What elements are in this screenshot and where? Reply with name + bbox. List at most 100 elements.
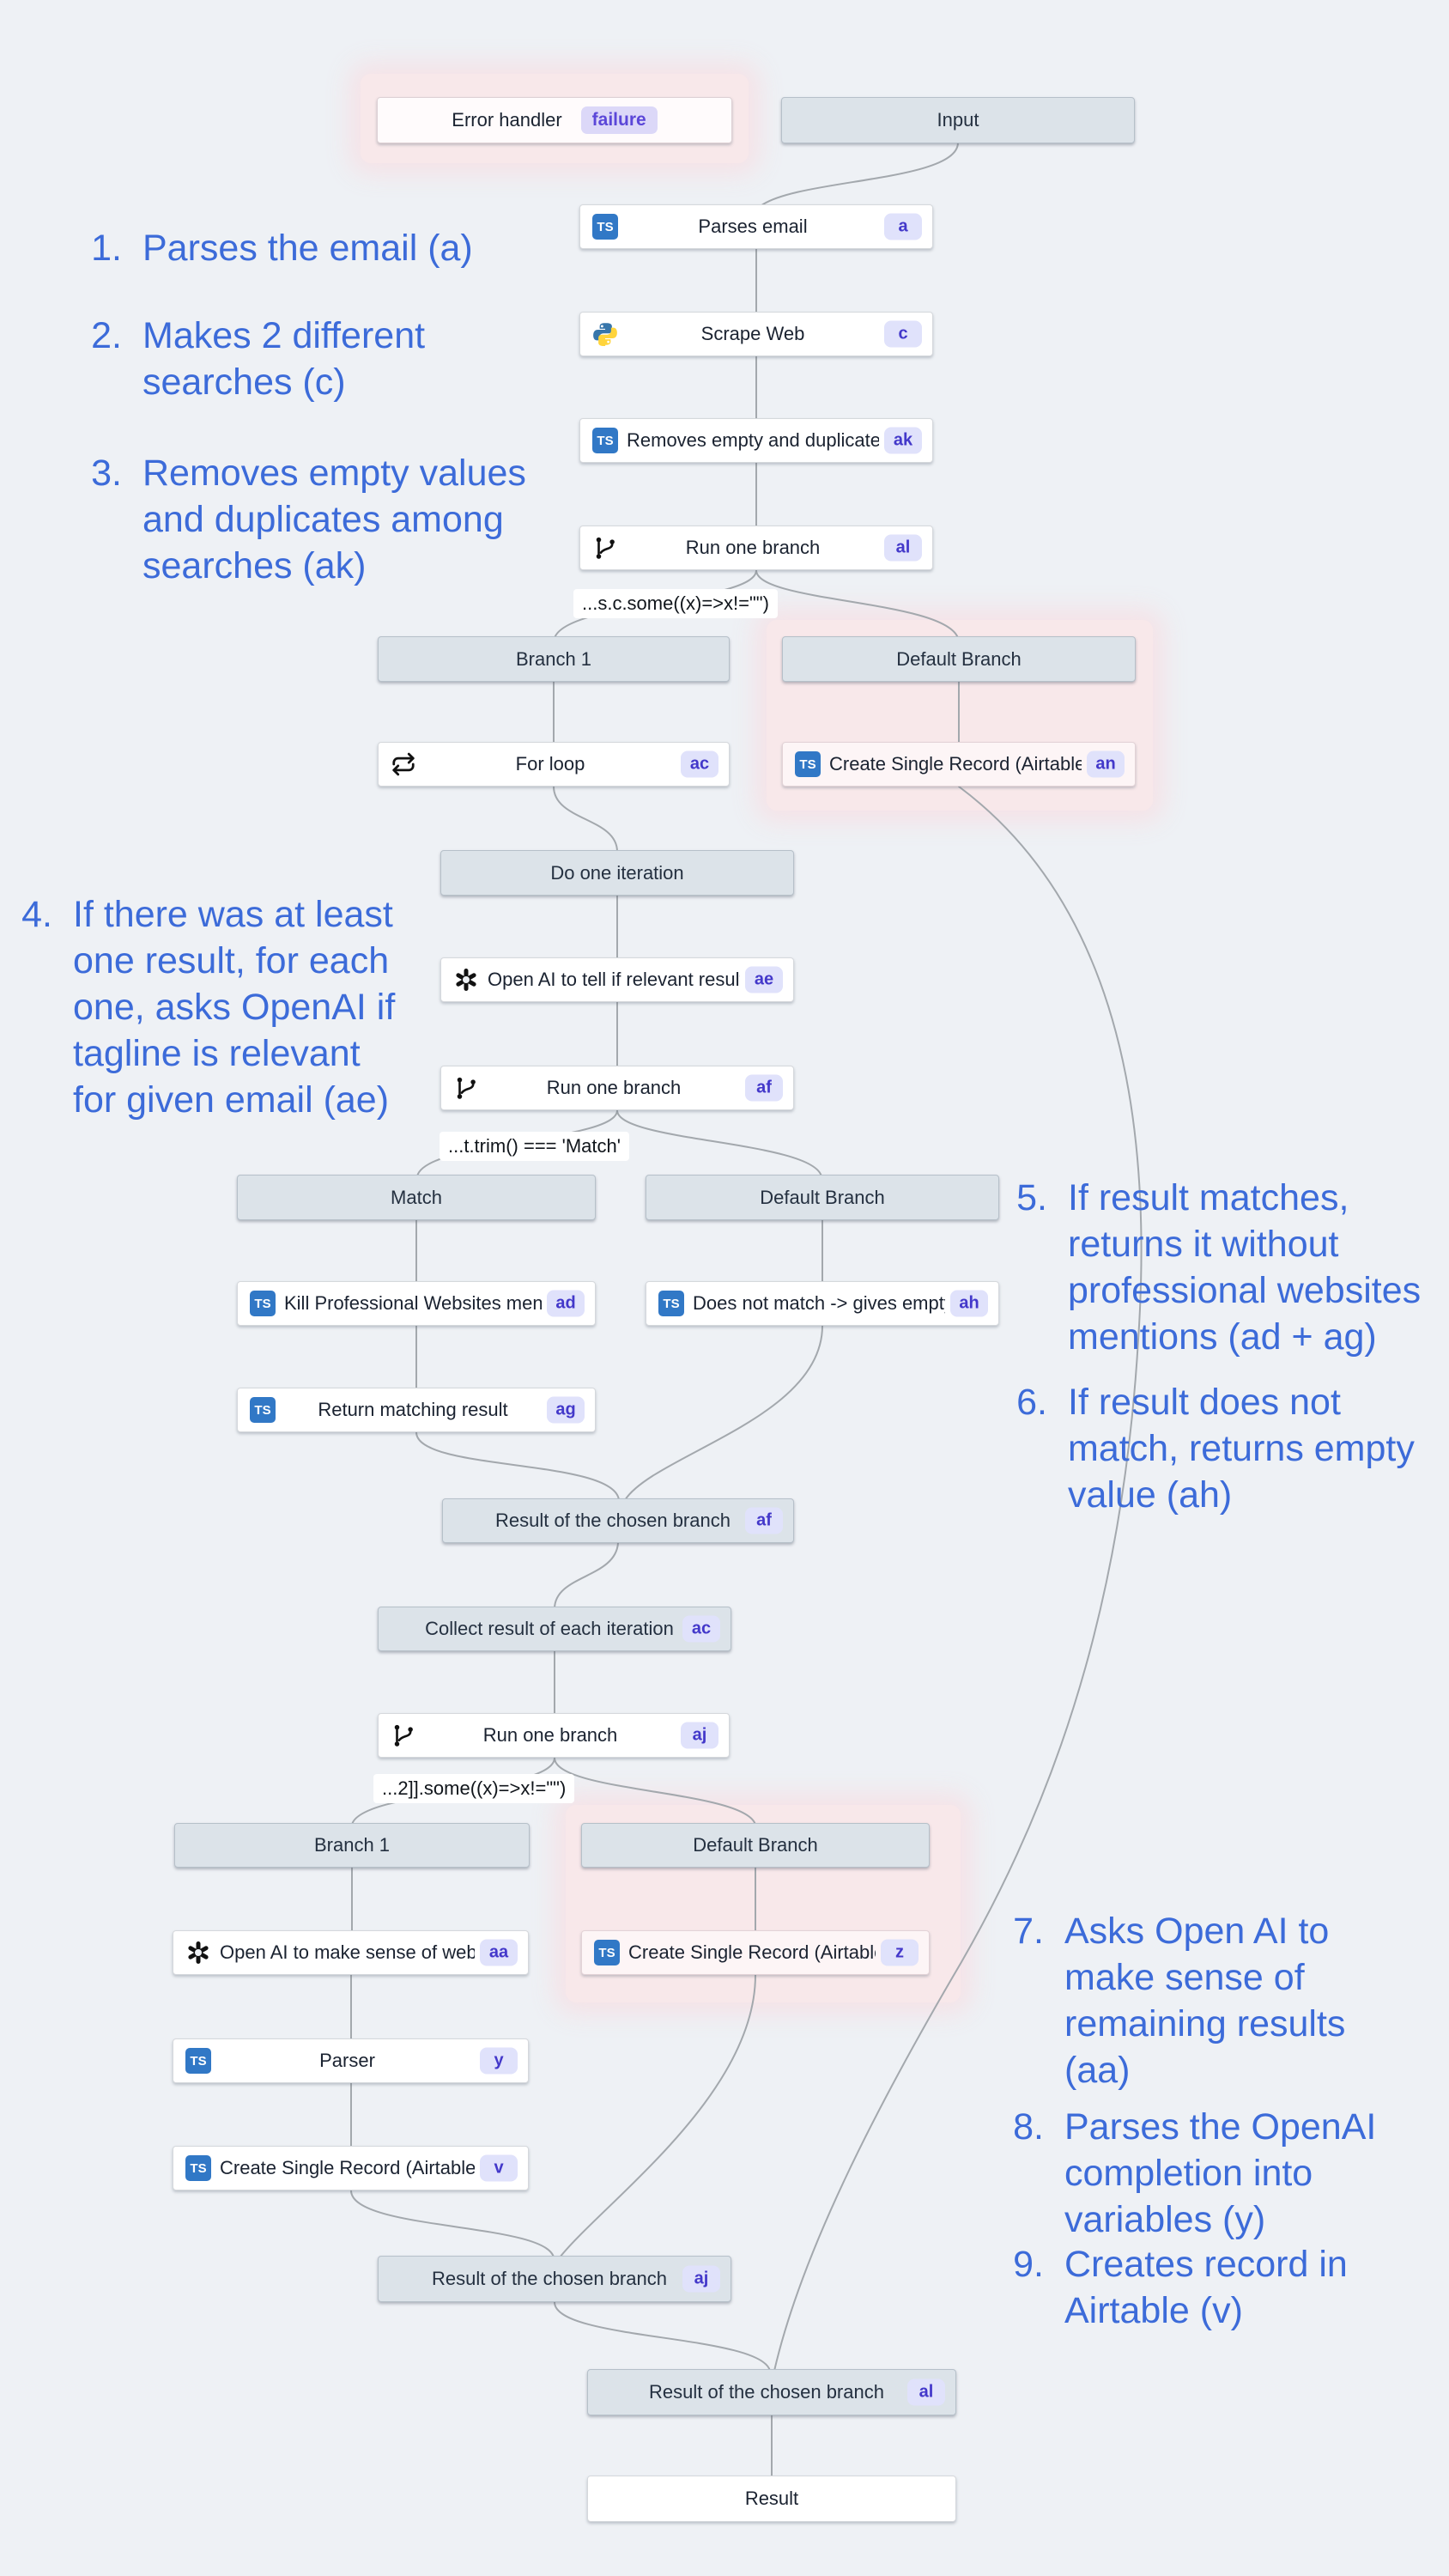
annotation-line: If there was at least <box>73 894 393 935</box>
node-label: Open AI to tell if relevant result <box>488 969 740 990</box>
typescript-icon: TS <box>185 2048 211 2074</box>
default-branch-1-node[interactable]: Default Branch <box>782 636 1136 682</box>
open-ai-to-make-sense-of-web-info-node[interactable]: Open AI to make sense of web infoaa <box>173 1930 529 1975</box>
node-id-badge: ah <box>950 1290 988 1317</box>
annotation-line: remaining results <box>1064 2003 1346 2044</box>
node-label: For loop <box>515 753 585 775</box>
typescript-icon: TS <box>250 1397 276 1423</box>
annotation-line: mentions (ad + ag) <box>1068 1316 1377 1358</box>
node-label: Branch 1 <box>313 1834 391 1856</box>
connector-edge <box>760 142 959 207</box>
node-label: Result of the chosen branch <box>495 1510 731 1531</box>
node-label: Return matching result <box>318 1399 508 1420</box>
annotation-number: 2. <box>91 315 122 356</box>
python-icon <box>592 321 618 347</box>
typescript-icon: TS <box>658 1291 684 1316</box>
node-label: Default Branch <box>896 647 1022 670</box>
node-label: Collect result of each iteration <box>425 1618 674 1639</box>
node-label: Parser <box>319 2050 375 2071</box>
node-label: Branch 1 <box>515 647 592 670</box>
result-of-chosen-branch-al-node[interactable]: Result of the chosen branch al <box>587 2369 956 2415</box>
connector-edge <box>554 2301 771 2372</box>
does-not-match-gives-empty-value-node[interactable]: TS Does not match -> gives empty valueah <box>646 1281 999 1326</box>
node-id-badge: af <box>745 1507 783 1534</box>
connector-edge <box>350 2190 555 2258</box>
branch-condition-label: ...s.c.some((x)=>x!="") <box>573 589 778 618</box>
typescript-icon: TS <box>250 1291 276 1316</box>
node-id-badge: y <box>480 2047 518 2075</box>
typescript-icon: TS <box>592 214 618 240</box>
node-label: Kill Professional Websites mentions <box>284 1292 542 1314</box>
node-id-badge: al <box>884 534 922 562</box>
node-label: Parses email <box>698 216 808 237</box>
connector-edge <box>553 786 618 853</box>
return-matching-result-node[interactable]: TS Return matching result ag <box>237 1388 596 1432</box>
match-node[interactable]: Match <box>237 1175 596 1220</box>
result-of-chosen-branch-aj-node[interactable]: Result of the chosen branch aj <box>378 2256 731 2302</box>
annotation-line: searches (c) <box>142 361 346 403</box>
parser-node[interactable]: TS Parser y <box>173 2038 529 2083</box>
node-label: Do one iteration <box>550 861 684 884</box>
node-id-badge: al <box>907 2379 945 2406</box>
annotation-number: 7. <box>1013 1911 1044 1952</box>
node-label: Run one branch <box>482 1724 618 1746</box>
default-branch-3-node[interactable]: Default Branch <box>581 1823 930 1868</box>
annotation-number: 9. <box>1013 2244 1044 2285</box>
annotation-line: Removes empty values <box>142 453 526 494</box>
node-label: Error handler <box>452 109 562 131</box>
result-of-chosen-branch-af-node[interactable]: Result of the chosen branch af <box>442 1498 794 1543</box>
connector-edge <box>624 1325 823 1501</box>
connector-edge <box>554 1542 619 1609</box>
annotation-line: tagline is relevant <box>73 1033 361 1074</box>
input-node[interactable]: Input <box>781 97 1135 143</box>
node-label: Default Branch <box>693 1834 818 1856</box>
annotation-line: completion into <box>1064 2153 1313 2194</box>
do-one-iteration-node[interactable]: Do one iteration <box>440 850 794 896</box>
typescript-icon: TS <box>594 1940 620 1965</box>
branch-icon <box>391 1722 416 1748</box>
node-label: Result of the chosen branch <box>432 2268 667 2289</box>
node-label: Create Single Record (Airtable) <box>220 2157 475 2178</box>
node-id-badge: ak <box>884 427 922 454</box>
branch-1-node[interactable]: Branch 1 <box>378 636 730 682</box>
node-id-badge: aj <box>682 2265 720 2293</box>
annotation-line: value (ah) <box>1068 1474 1233 1516</box>
node-id-badge: an <box>1087 750 1125 778</box>
openai-icon <box>453 967 479 993</box>
annotation-line: Parses the OpenAI <box>1064 2106 1377 2148</box>
branch-icon <box>592 535 618 561</box>
annotation-line: make sense of <box>1064 1957 1305 1998</box>
annotation-line: Airtable (v) <box>1064 2290 1243 2331</box>
annotation-line: returns it without <box>1068 1224 1339 1265</box>
node-id-badge: ag <box>547 1396 585 1424</box>
loop-icon <box>391 751 416 777</box>
annotation-item-1: 1.Parses the email (a) <box>91 225 473 271</box>
openai-icon <box>185 1940 211 1965</box>
result-node[interactable]: Result <box>587 2476 956 2522</box>
node-label: Does not match -> gives empty value <box>693 1292 945 1314</box>
default-branch-2-node[interactable]: Default Branch <box>646 1175 999 1220</box>
annotation-number: 1. <box>91 228 122 269</box>
branch-1b-node[interactable]: Branch 1 <box>174 1823 530 1868</box>
node-label: Result of the chosen branch <box>649 2381 884 2403</box>
branch-condition-label: ...2]].some((x)=>x!="") <box>373 1774 575 1803</box>
